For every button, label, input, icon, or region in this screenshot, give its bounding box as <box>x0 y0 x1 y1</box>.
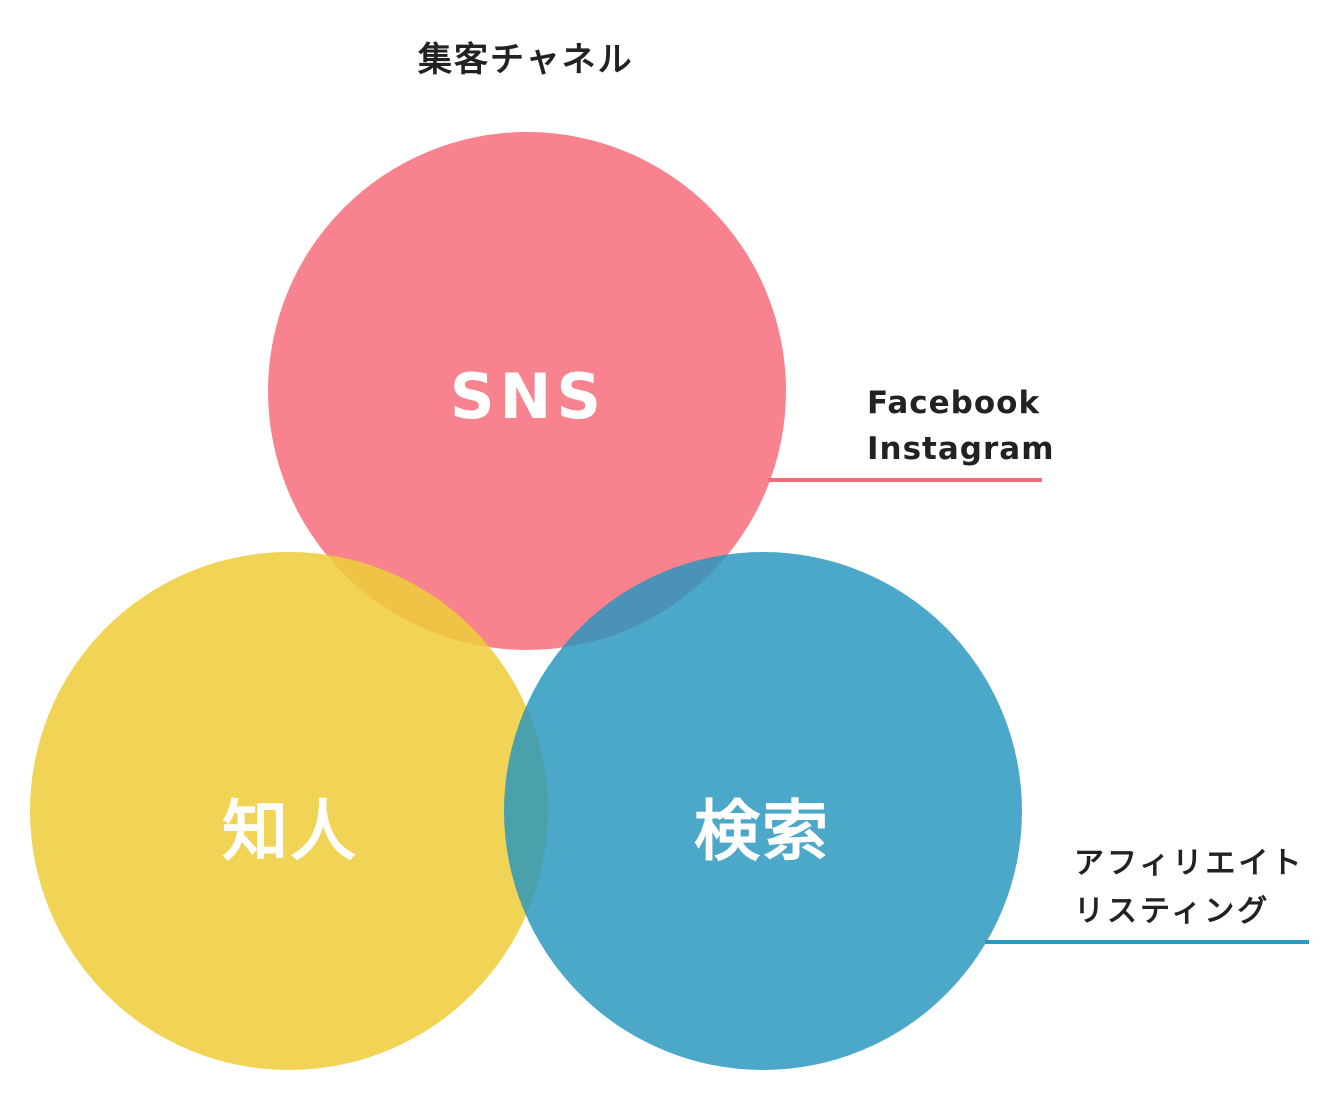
search-leader-line <box>985 940 1309 944</box>
acquaintance-circle-label: 知人 <box>222 793 358 870</box>
sns-leader-line <box>768 478 1042 482</box>
search-note-line-1: アフィリエイト <box>1074 846 1305 881</box>
sns-note-line-1: Facebook <box>867 385 1041 421</box>
sns-note-line-2: Instagram <box>867 431 1055 467</box>
acquaintance-circle <box>30 552 548 1070</box>
diagram-title: 集客チャネル <box>418 40 634 80</box>
search-circle-label: 検索 <box>694 793 830 870</box>
sns-circle-label: SNS <box>449 360 607 433</box>
search-circle <box>504 552 1022 1070</box>
search-note-line-2: リスティング <box>1074 894 1271 929</box>
search-note: アフィリエイト リスティング <box>1074 840 1304 936</box>
sns-note: Facebook Instagram <box>867 380 1055 472</box>
